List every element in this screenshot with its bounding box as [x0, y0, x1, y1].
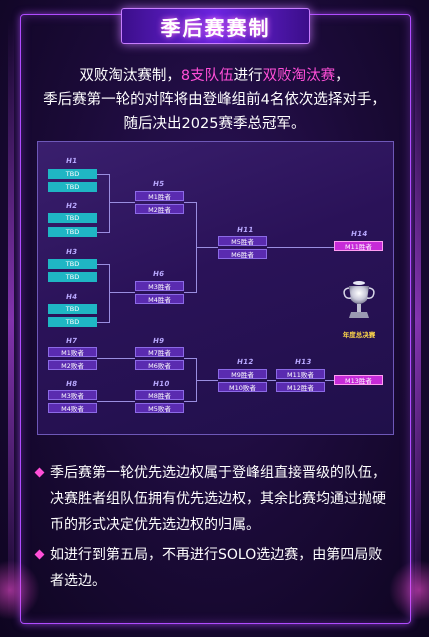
slot-h12-a: M9胜者	[218, 369, 267, 379]
bracket-line	[97, 264, 109, 265]
round-label-h2: H2	[65, 202, 79, 210]
bracket-line	[184, 401, 196, 402]
bracket-line	[196, 380, 218, 381]
round-label-h4: H4	[65, 293, 79, 301]
slot-h11-b: M6胜者	[218, 249, 267, 259]
bracket-line	[184, 202, 196, 203]
round-label-h13: H13	[294, 358, 313, 366]
intro-text-a: 双败淘汰赛制，	[79, 68, 181, 84]
bracket-line	[97, 174, 109, 175]
slot-h10-b: M5败者	[135, 403, 184, 413]
diamond-bullet-icon	[34, 549, 45, 560]
intro-text: 双败淘汰赛制，8支队伍进行双败淘汰赛， 季后赛第一轮的对阵将由登峰组前4名依次选…	[30, 64, 399, 136]
slot-h7-b: M2败者	[48, 360, 97, 370]
round-label-h14: H14	[350, 230, 369, 238]
slot-h1-team-b: TBD	[48, 182, 97, 192]
round-label-h10: H10	[152, 380, 171, 388]
slot-h6-b: M4胜者	[135, 294, 184, 304]
slot-h7-a: M1败者	[48, 347, 97, 357]
slot-h9-a: M7胜者	[135, 347, 184, 357]
slot-h4-team-b: TBD	[48, 317, 97, 327]
diamond-bullet-icon	[34, 467, 45, 478]
frame-left-glow	[8, 20, 14, 620]
bracket-line	[267, 380, 276, 381]
round-label-h5: H5	[152, 180, 166, 188]
round-label-h3: H3	[65, 248, 79, 256]
intro-highlight-format: 双败淘汰赛	[262, 68, 336, 84]
slot-h9-b: M6败者	[135, 360, 184, 370]
intro-line-2: 季后赛第一轮的对阵将由登峰组前4名依次选择对手，	[43, 92, 386, 108]
slot-h14-a: M11胜者	[334, 241, 383, 251]
bracket-line	[97, 401, 135, 402]
bracket-panel: H1 H2 H3 H4 H7 H8 H5 H6 H9 H10 H11 H12 H…	[37, 141, 394, 435]
slot-h3-team-a: TBD	[48, 259, 97, 269]
bracket-line	[184, 358, 196, 359]
slot-h4-team-a: TBD	[48, 304, 97, 314]
bracket-line	[109, 174, 110, 233]
corner-glow-right	[389, 560, 429, 620]
slot-h8-b: M4败者	[48, 403, 97, 413]
bracket-line	[109, 264, 110, 323]
round-label-h1: H1	[65, 157, 79, 165]
bracket-line	[109, 202, 135, 203]
title-banner: 季后赛赛制	[121, 8, 310, 44]
bracket-line	[267, 247, 334, 248]
round-label-h8: H8	[65, 380, 79, 388]
frame-right-glow	[415, 20, 421, 620]
round-label-h12: H12	[236, 358, 255, 366]
slot-h13-b: M12胜者	[276, 382, 325, 392]
intro-text-c: 进行	[233, 68, 263, 84]
bracket-line	[325, 380, 334, 381]
trophy-icon	[343, 281, 375, 318]
slot-h2-team-a: TBD	[48, 213, 97, 223]
intro-highlight-teams: 8支队伍	[180, 68, 234, 84]
page-title: 季后赛赛制	[160, 15, 271, 40]
note-item: 季后赛第一轮优先选边权属于登峰组直接晋级的队伍，决赛胜者组队伍拥有优先选边权，其…	[34, 460, 396, 538]
notes: 季后赛第一轮优先选边权属于登峰组直接晋级的队伍，决赛胜者组队伍拥有优先选边权，其…	[34, 460, 396, 598]
bracket-line	[196, 247, 218, 248]
slot-h3-team-b: TBD	[48, 272, 97, 282]
intro-line-3: 随后决出2025赛季总冠军。	[123, 116, 306, 132]
bracket-line	[97, 322, 109, 323]
slot-h6-a: M3胜者	[135, 281, 184, 291]
trophy-label: 年度总决赛	[342, 331, 376, 339]
slot-h12-b: M10败者	[218, 382, 267, 392]
slot-h14-b: M13胜者	[334, 375, 383, 385]
note-item: 如进行到第五局，不再进行SOLO选边赛，由第四局败者选边。	[34, 542, 396, 594]
slot-h2-team-b: TBD	[48, 227, 97, 237]
slot-h5-b: M2胜者	[135, 204, 184, 214]
slot-h10-a: M8胜者	[135, 390, 184, 400]
slot-h8-a: M3败者	[48, 390, 97, 400]
bracket-line	[109, 292, 135, 293]
bracket-line	[97, 232, 109, 233]
round-label-h9: H9	[152, 337, 166, 345]
note-text: 季后赛第一轮优先选边权属于登峰组直接晋级的队伍，决赛胜者组队伍拥有优先选边权，其…	[50, 465, 386, 533]
slot-h5-a: M1胜者	[135, 191, 184, 201]
bracket-line	[97, 358, 135, 359]
bracket-line	[184, 292, 196, 293]
intro-line-1: 双败淘汰赛制，8支队伍进行双败淘汰赛，	[30, 64, 399, 88]
round-label-h7: H7	[65, 337, 79, 345]
intro-text-e: ，	[335, 68, 350, 84]
round-label-h6: H6	[152, 270, 166, 278]
note-text: 如进行到第五局，不再进行SOLO选边赛，由第四局败者选边。	[50, 547, 383, 589]
slot-h11-a: M5胜者	[218, 236, 267, 246]
round-label-h11: H11	[236, 226, 255, 234]
slot-h1-team-a: TBD	[48, 169, 97, 179]
slot-h13-a: M11败者	[276, 369, 325, 379]
